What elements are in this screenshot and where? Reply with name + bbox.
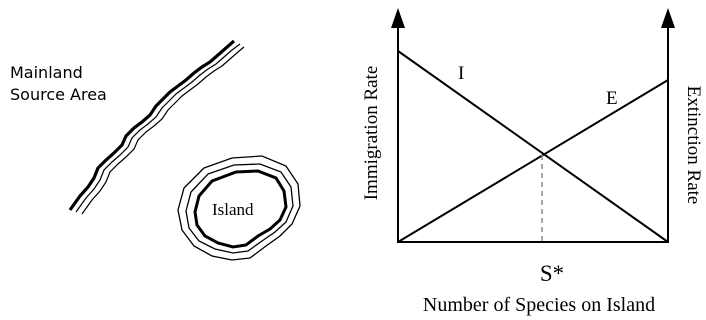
mainland-coastline-outer [75, 43, 241, 213]
equilibrium-species-label: S* [540, 261, 564, 286]
mainland-coastline-inner [81, 46, 245, 215]
left-axis-arrowhead [391, 8, 405, 28]
mainland-label-line2: Source Area [10, 85, 107, 104]
island-coastline [193, 169, 288, 249]
extinction-line [397, 79, 669, 243]
immigration-line [397, 50, 669, 243]
immigration-curve-label: I [458, 63, 464, 84]
mainland-coastline-thick [68, 39, 236, 211]
extinction-curve-label: E [606, 88, 618, 109]
island-contour-outer [177, 155, 301, 261]
x-axis-label: Number of Species on Island [423, 294, 655, 316]
rate-graph: I E Immigration Rate Extinction Rate S* … [361, 8, 704, 316]
right-axis-arrowhead [661, 8, 675, 28]
island-contour-middle [185, 163, 294, 254]
extinction-rate-axis-label: Extinction Rate [683, 86, 704, 205]
immigration-rate-axis-label: Immigration Rate [361, 66, 382, 201]
island-outline [177, 155, 301, 261]
mainland-label-line1: Mainland [10, 63, 83, 82]
mainland-coastline [68, 39, 245, 215]
island-label: Island [212, 200, 254, 219]
